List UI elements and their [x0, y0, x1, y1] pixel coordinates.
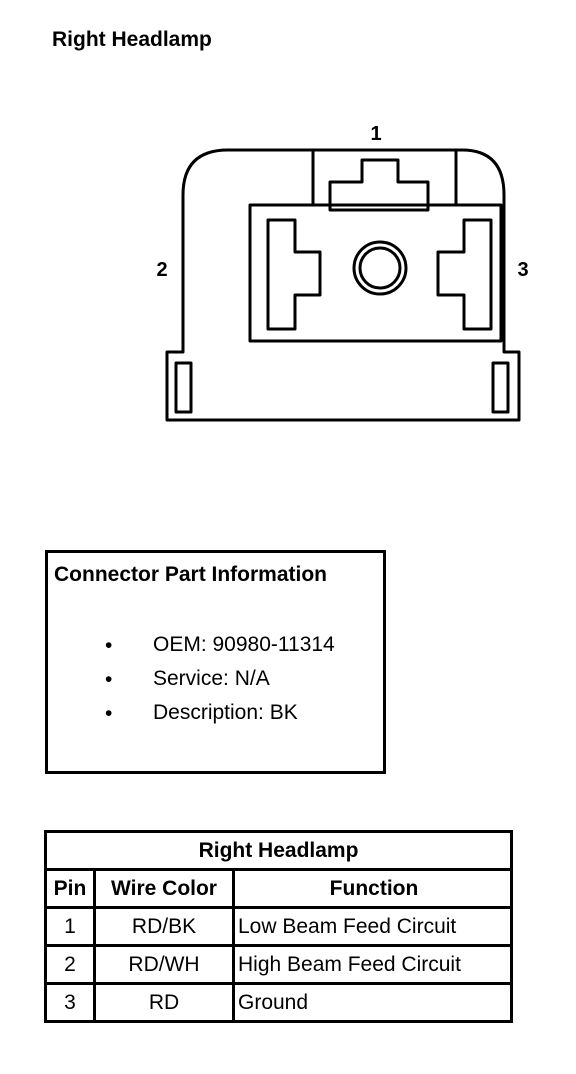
connector-top-notch — [311, 150, 458, 207]
pin-3-terminal — [436, 218, 493, 331]
diagram-title: Right Headlamp — [52, 28, 212, 51]
connector-part-info-box: Connector Part Information • OEM: 90980-… — [45, 550, 386, 774]
wire-color-cell: RD — [93, 982, 235, 1023]
connector-face-diagram: 1 2 3 — [156, 123, 529, 422]
function-cell: Ground — [232, 982, 513, 1023]
column-header-pin: Pin — [44, 868, 96, 909]
table-header-row: Pin Wire Color Function — [44, 868, 513, 909]
center-post-inner — [358, 246, 402, 290]
pin-cell: 1 — [44, 906, 96, 947]
pin-1-terminal — [328, 158, 430, 212]
left-latch-tab — [174, 361, 193, 414]
oem-part-number: OEM: 90980-11314 — [153, 633, 335, 656]
pin-function-table: Right Headlamp Pin Wire Color Function 1… — [44, 830, 513, 1023]
table-row: 2 RD/WH High Beam Feed Circuit — [44, 944, 513, 985]
table-row: 3 RD Ground — [44, 982, 513, 1023]
table-title: Right Headlamp — [44, 830, 513, 871]
connector-part-info-title: Connector Part Information — [54, 563, 328, 586]
right-latch-tab — [491, 361, 510, 414]
wire-color-cell: RD/WH — [93, 944, 235, 985]
connector-description: Description: BK — [153, 701, 298, 724]
connector-housing — [165, 148, 521, 422]
column-header-wire-color: Wire Color — [93, 868, 235, 909]
connector-cavity — [248, 203, 503, 343]
function-cell: High Beam Feed Circuit — [232, 944, 513, 985]
pin-cell: 2 — [44, 944, 96, 985]
table-row: 1 RD/BK Low Beam Feed Circuit — [44, 906, 513, 947]
bullet-icon: • — [105, 634, 113, 657]
bullet-icon: • — [105, 702, 113, 725]
pin-1-label: 1 — [370, 123, 381, 145]
service-part-number: Service: N/A — [153, 667, 270, 690]
center-post — [352, 240, 408, 296]
pin-cell: 3 — [44, 982, 96, 1023]
wire-color-cell: RD/BK — [93, 906, 235, 947]
pin-3-label: 3 — [517, 259, 528, 281]
pin-2-label: 2 — [156, 259, 167, 281]
pin-2-terminal — [266, 218, 322, 331]
column-header-function: Function — [232, 868, 513, 909]
function-cell: Low Beam Feed Circuit — [232, 906, 513, 947]
bullet-icon: • — [105, 668, 113, 691]
